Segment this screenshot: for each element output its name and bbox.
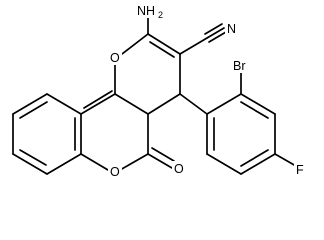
bond-benz-inner-1 xyxy=(19,101,48,119)
bond-c4a-c5 xyxy=(114,93,149,115)
bond-carbonyl-1 xyxy=(147,153,173,169)
bond-ar-4 xyxy=(240,153,276,175)
bond-benz-4 xyxy=(12,153,48,175)
atom-labels: NH 2 N O O O Br F xyxy=(108,3,306,179)
chemical-structure-diagram: NH 2 N O O O Br F xyxy=(12,3,306,179)
bond-benz-6 xyxy=(12,93,48,115)
carbonyl-oxygen-label: O xyxy=(174,162,184,176)
bond-ar-2 xyxy=(240,93,276,115)
bond-cn-triple-3 xyxy=(208,31,227,43)
bond-ar-f xyxy=(274,153,297,167)
bond-o-c1 xyxy=(80,153,109,171)
nitrile-n-label: N xyxy=(227,22,236,36)
bond-benz-inner-2 xyxy=(19,149,47,166)
bond-carbonyl-2 xyxy=(151,147,175,162)
amino-h-count: 2 xyxy=(158,10,163,20)
amino-label: NH xyxy=(137,4,155,18)
bond-c2-c3 xyxy=(147,33,181,55)
bond-ar-1 xyxy=(206,93,242,115)
bond-c2-c3-double xyxy=(149,41,175,58)
bond-ar-inner-2 xyxy=(240,149,269,167)
lactone-oxygen-label: O xyxy=(110,165,120,179)
bond-c4-aryl xyxy=(179,93,208,115)
bond-o-c2 xyxy=(121,33,149,55)
bond-ar-5 xyxy=(206,153,242,175)
bond-ar-inner-1 xyxy=(240,101,269,119)
bond-cn-triple-2 xyxy=(204,23,223,35)
pyran-oxygen-label: O xyxy=(110,51,120,65)
bond-c8a-c4a xyxy=(80,93,116,115)
bond-benz-1 xyxy=(46,93,82,115)
bromine-label: Br xyxy=(233,59,246,73)
bond-c8a-c4a-double xyxy=(83,90,113,109)
fluorine-label: F xyxy=(296,163,304,177)
bond-benz-3 xyxy=(46,153,82,175)
bond-c6-o xyxy=(119,153,149,171)
bond-cn-triple-1 xyxy=(206,27,225,39)
bond-c4-c5 xyxy=(147,93,181,115)
bonds xyxy=(12,17,297,175)
bond-c3-cn xyxy=(179,37,208,55)
